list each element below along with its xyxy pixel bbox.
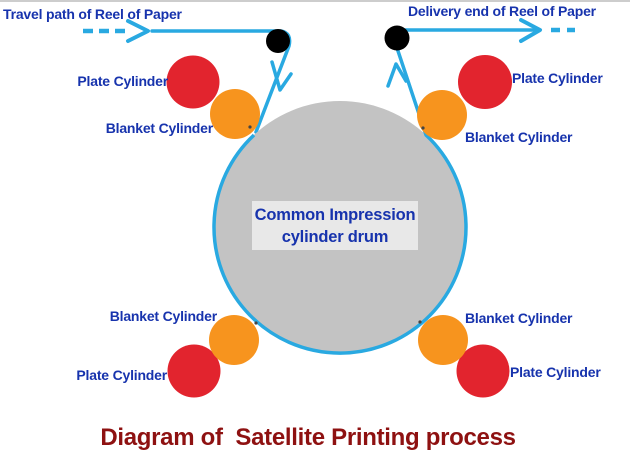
guide-roller-right: [384, 25, 410, 51]
web-up-direction-icon: [386, 62, 408, 88]
top-edge-line: [0, 0, 630, 2]
diagram-title: Diagram of Satellite Printing process: [100, 424, 516, 451]
web-down-direction-icon: [270, 60, 293, 92]
blanket-cylinder-top-left-label: Blanket Cylinder: [105, 120, 213, 136]
plate-cylinder-top-left-circle: [166, 55, 220, 109]
blanket-cylinder-top-left-circle: [210, 89, 260, 139]
blanket-cylinder-top-right-label: Blanket Cylinder: [465, 129, 573, 145]
plate-cylinder-bottom-right-circle: [456, 344, 510, 398]
plate-cylinder-top-right-label: Plate Cylinder: [512, 70, 603, 86]
plate-cylinder-bottom-left-circle: [167, 344, 221, 398]
delivery-end-label: Delivery end of Reel of Paper: [408, 3, 596, 19]
paper-infeed-arrow-icon: [126, 19, 150, 43]
plate-cylinder-top-right-circle: [458, 55, 512, 109]
paper-wrap-arc: [212, 133, 468, 355]
plate-cylinder-top-left-label: Plate Cylinder: [77, 73, 168, 89]
guide-roller-left: [266, 29, 290, 53]
plate-cylinder-bottom-left-label: Plate Cylinder: [76, 367, 167, 383]
blanket-cylinder-bottom-right-label: Blanket Cylinder: [465, 310, 573, 326]
blanket-cylinder-bottom-left-label: Blanket Cylinder: [109, 308, 217, 324]
plate-cylinder-bottom-right-label: Plate Cylinder: [510, 364, 601, 380]
drum-label-box: Common Impression cylinder drum: [252, 201, 418, 250]
drum-label-line2: cylinder drum: [281, 227, 389, 246]
paper-outfeed-arrow-icon: [519, 18, 542, 43]
blanket-cylinder-top-right-circle: [417, 90, 467, 140]
travel-path-label: Travel path of Reel of Paper: [3, 6, 182, 22]
drum-label-line1: Common Impression: [254, 205, 416, 224]
blanket-cylinder-bottom-right-circle: [418, 315, 468, 365]
blanket-cylinder-bottom-left-circle: [209, 315, 259, 365]
nip-contact-marks: [248, 125, 425, 325]
